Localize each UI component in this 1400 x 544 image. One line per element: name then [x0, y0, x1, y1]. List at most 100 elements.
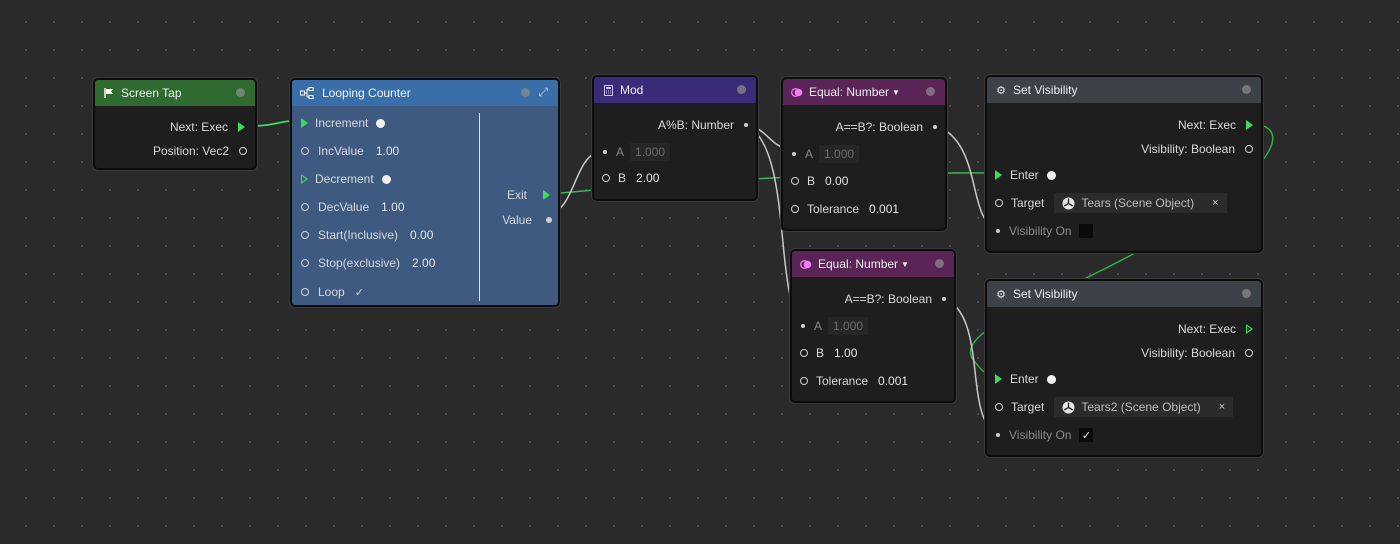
exec-indicator	[381, 174, 391, 184]
exec-out-pin[interactable]	[1246, 324, 1253, 334]
exec-indicator	[376, 118, 386, 128]
number-field[interactable]: 2.00	[636, 171, 660, 185]
node-header[interactable]: Looping Counter ⤢	[292, 80, 558, 106]
number-field: 1.000	[819, 145, 860, 163]
node-header[interactable]: ⚙ Set Visibility	[987, 281, 1261, 307]
screen-tap-node[interactable]: Screen Tap Next: Exec Position: Vec2	[93, 78, 257, 170]
clear-icon[interactable]: ×	[1218, 401, 1226, 413]
input-label: Enter	[1010, 372, 1039, 386]
output-label: Next: Exec	[1177, 322, 1236, 336]
number-field[interactable]: 0.001	[878, 374, 909, 388]
value-out-pin[interactable]	[546, 217, 552, 223]
input-label: Visibility On	[1009, 224, 1072, 238]
chevron-down-icon[interactable]: ▼	[892, 87, 900, 97]
number-in-pin[interactable]	[791, 205, 799, 213]
input-label: A	[616, 145, 625, 159]
exec-out-pin[interactable]	[238, 122, 245, 132]
input-label: Tolerance	[807, 202, 860, 216]
number-field[interactable]: 1.00	[381, 200, 405, 214]
number-in-pin[interactable]	[301, 259, 309, 267]
bool-out-pin[interactable]	[933, 125, 937, 129]
number-in-pin[interactable]	[800, 349, 808, 357]
number-in-pin[interactable]	[301, 147, 309, 155]
connected-in-pin[interactable]	[996, 433, 1000, 437]
node-title: Looping Counter	[322, 86, 411, 100]
exec-indicator	[1046, 374, 1056, 384]
info-icon[interactable]	[926, 87, 935, 96]
info-icon[interactable]	[737, 85, 746, 94]
output-label: Visibility: Boolean	[1141, 142, 1235, 156]
exec-in-pin[interactable]	[995, 374, 1002, 384]
number-in-pin[interactable]	[301, 203, 309, 211]
connected-in-pin[interactable]	[603, 150, 607, 154]
connected-in-pin[interactable]	[801, 324, 805, 328]
bool-in-pin[interactable]	[301, 288, 309, 296]
exec-indicator	[1046, 170, 1056, 180]
exec-in-pin[interactable]	[301, 174, 308, 184]
expand-icon[interactable]: ⤢	[538, 85, 548, 99]
output-label: Exit	[506, 188, 527, 202]
input-label: B	[816, 346, 825, 360]
node-header[interactable]: Mod	[594, 77, 756, 103]
number-field[interactable]: 0.001	[869, 202, 900, 216]
node-title: Equal: Number	[809, 85, 890, 99]
visibility-checkbox: ✓	[1079, 428, 1094, 442]
bool-out-pin[interactable]	[1245, 145, 1253, 153]
number-out-pin[interactable]	[744, 123, 748, 127]
input-label: Tolerance	[816, 374, 869, 388]
connected-in-pin[interactable]	[996, 229, 1000, 233]
chevron-down-icon[interactable]: ▼	[901, 259, 909, 269]
exec-in-pin[interactable]	[301, 118, 308, 128]
object-in-pin[interactable]	[995, 199, 1003, 207]
target-object-field[interactable]: Tears (Scene Object) ×	[1054, 193, 1227, 213]
bool-out-pin[interactable]	[1245, 349, 1253, 357]
input-label: Target	[1011, 400, 1045, 414]
number-field[interactable]: 2.00	[412, 256, 436, 270]
scene-object-icon	[1062, 197, 1075, 210]
number-in-pin[interactable]	[800, 377, 808, 385]
equal-number-node[interactable]: Equal: Number ▼ A==B?: Boolean A 1.000 B…	[790, 249, 956, 403]
clear-icon[interactable]: ×	[1212, 197, 1219, 209]
connected-in-pin[interactable]	[792, 152, 796, 156]
input-label: Decrement	[315, 172, 374, 186]
input-label: A	[805, 147, 814, 161]
exec-out-pin[interactable]	[1246, 120, 1253, 130]
set-visibility-node[interactable]: ⚙ Set Visibility Next: Exec Visibility: …	[985, 279, 1263, 457]
input-label: Increment	[315, 116, 369, 130]
number-field[interactable]: 1.00	[834, 346, 858, 360]
exec-in-pin[interactable]	[995, 170, 1002, 180]
gear-icon: ⚙	[996, 288, 1006, 301]
loop-checkbox[interactable]: ✓	[354, 286, 364, 299]
node-header[interactable]: ⚙ Set Visibility	[987, 77, 1261, 103]
object-in-pin[interactable]	[995, 403, 1003, 411]
info-icon[interactable]	[935, 259, 944, 268]
node-header[interactable]: Equal: Number ▼	[792, 251, 954, 277]
looping-counter-node[interactable]: Looping Counter ⤢ Increment IncValue 1.0…	[290, 78, 560, 307]
number-field[interactable]: 1.00	[375, 144, 400, 158]
target-object-field[interactable]: Tears2 (Scene Object) ×	[1054, 397, 1234, 417]
output-label: A==B?: Boolean	[844, 292, 932, 306]
number-in-pin[interactable]	[602, 174, 610, 182]
node-header[interactable]: Screen Tap	[95, 80, 255, 106]
input-label: Enter	[1010, 168, 1039, 182]
node-title: Set Visibility	[1013, 83, 1078, 97]
vec2-out-pin[interactable]	[239, 147, 247, 155]
info-icon[interactable]	[521, 88, 530, 97]
bool-out-pin[interactable]	[942, 297, 946, 301]
number-field[interactable]: 0.00	[410, 228, 434, 242]
set-visibility-node[interactable]: ⚙ Set Visibility Next: Exec Visibility: …	[985, 75, 1263, 253]
number-field: 1.000	[630, 143, 671, 161]
number-in-pin[interactable]	[301, 231, 309, 239]
equal-number-node[interactable]: Equal: Number ▼ A==B?: Boolean A 1.000 B…	[781, 77, 947, 231]
mod-node[interactable]: Mod A%B: Number A 1.000 B 2.00	[592, 75, 758, 201]
input-label: Stop(exclusive)	[318, 256, 401, 270]
info-icon[interactable]	[1242, 289, 1251, 298]
flag-icon	[103, 87, 115, 99]
info-icon[interactable]	[1242, 85, 1251, 94]
info-icon[interactable]	[236, 88, 245, 97]
node-header[interactable]: Equal: Number ▼	[783, 79, 945, 105]
number-field[interactable]: 0.00	[825, 174, 849, 188]
exec-out-pin[interactable]	[543, 190, 550, 200]
output-label: A%B: Number	[657, 118, 734, 132]
number-in-pin[interactable]	[791, 177, 799, 185]
